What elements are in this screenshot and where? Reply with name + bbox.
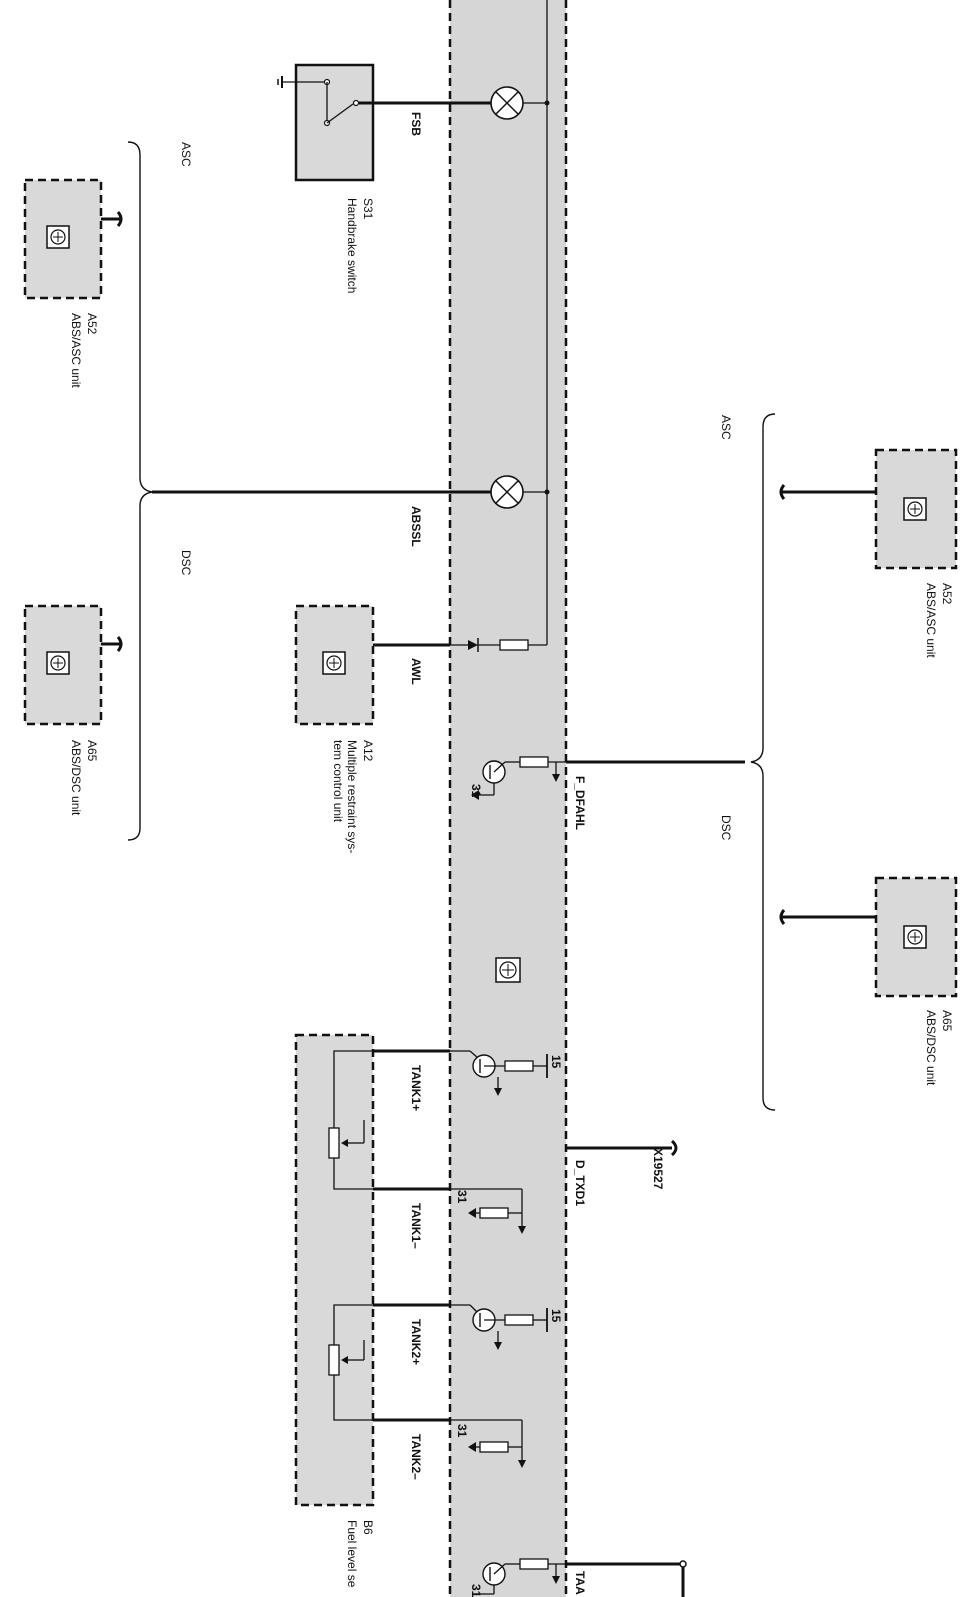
tank2-minus-input-icon <box>450 1419 526 1468</box>
a52-right-id: A52 <box>940 583 954 605</box>
taa-driver-icon <box>475 1558 566 1595</box>
a52-left-unit: A52 ABS/ASC unit <box>23 178 123 388</box>
b6-fuel-level-sensor: B6 Fuel level se <box>294 1033 375 1588</box>
tank2-minus-label: TANK2– <box>409 1434 423 1480</box>
terminal-31-c: 31 <box>455 1424 469 1438</box>
d-txd1-label: D_TXD1 <box>573 1160 587 1206</box>
a52-right-unit: A52 ABS/ASC unit <box>779 448 958 658</box>
switch-contact-icon <box>277 76 360 127</box>
tank2-plus-input-icon <box>450 1304 548 1350</box>
a65-left-unit: A65 ABS/DSC unit <box>23 604 123 816</box>
control-unit-icon <box>322 651 346 675</box>
s31-handbrake-switch: S31 Handbrake switch <box>277 63 375 293</box>
a52-left-name: ABS/ASC unit <box>69 313 83 388</box>
awl-label: AWL <box>409 658 423 685</box>
terminal-15-a: 15 <box>549 1055 563 1069</box>
a65-right-unit: A65 ABS/DSC unit <box>779 876 958 1086</box>
control-unit-icon <box>46 225 70 249</box>
control-unit-icon <box>903 497 927 521</box>
tank1-plus-input-icon <box>450 1050 548 1096</box>
taa-label: TAA <box>573 1571 587 1595</box>
control-unit-icon <box>46 651 70 675</box>
left-brace-dsc-label: DSC <box>179 550 193 576</box>
control-unit-icon <box>903 925 927 949</box>
a52-right-name: ABS/ASC unit <box>924 583 938 658</box>
f-dfahl-label: F_DFAHL <box>573 776 587 830</box>
awl-driver-icon <box>450 638 547 652</box>
fsb-label: FSB <box>409 112 423 136</box>
a12-name-line1: Multiple restraint sys- <box>345 740 359 853</box>
tank1-minus-label: TANK1– <box>409 1203 423 1249</box>
a65-right-id: A65 <box>940 1010 954 1032</box>
instrument-cluster-band <box>448 0 568 1597</box>
s31-name: Handbrake switch <box>345 198 359 293</box>
left-brace-asc-label: ASC <box>179 142 193 167</box>
abs-warning-lamp-icon <box>490 475 550 509</box>
terminal-31-d: 31 <box>469 1584 483 1597</box>
s31-id: S31 <box>361 198 375 220</box>
a12-restraint-unit: A12 Multiple restraint sys- tem control … <box>294 604 375 853</box>
handbrake-warning-lamp-icon <box>490 86 550 120</box>
tank2-plus-label: TANK2+ <box>409 1319 423 1365</box>
tank1-minus-input-icon <box>450 1188 526 1234</box>
fuel-sender-2-potentiometer-icon <box>328 1304 373 1421</box>
a52-left-id: A52 <box>85 313 99 335</box>
a65-right-name: ABS/DSC unit <box>924 1010 938 1086</box>
a12-name-line2: tem control unit <box>331 740 345 823</box>
f-dfahl-driver-icon <box>471 756 566 800</box>
right-brace-dsc-label: DSC <box>719 815 733 841</box>
tank1-plus-label: TANK1+ <box>409 1065 423 1111</box>
b6-id: B6 <box>361 1520 375 1535</box>
x19527-connector-icon <box>670 1139 678 1157</box>
x19527-label: X19527 <box>651 1148 665 1190</box>
a65-left-id: A65 <box>85 740 99 762</box>
terminal-15-b: 15 <box>549 1309 563 1323</box>
terminal-31-b: 31 <box>455 1190 469 1204</box>
a12-id: A12 <box>361 740 375 762</box>
a65-left-name: ABS/DSC unit <box>69 740 83 816</box>
right-brace-asc-label: ASC <box>719 415 733 440</box>
abssl-label: ABSSL <box>409 506 423 547</box>
b6-name: Fuel level se <box>345 1520 359 1588</box>
terminal-31-a: 31 <box>469 784 483 798</box>
right-variant-brace: ASC DSC <box>719 413 776 1111</box>
taa-junction-dot <box>679 1560 687 1568</box>
fuel-sender-1-potentiometer-icon <box>328 1050 373 1190</box>
cluster-control-unit-icon <box>495 957 521 983</box>
